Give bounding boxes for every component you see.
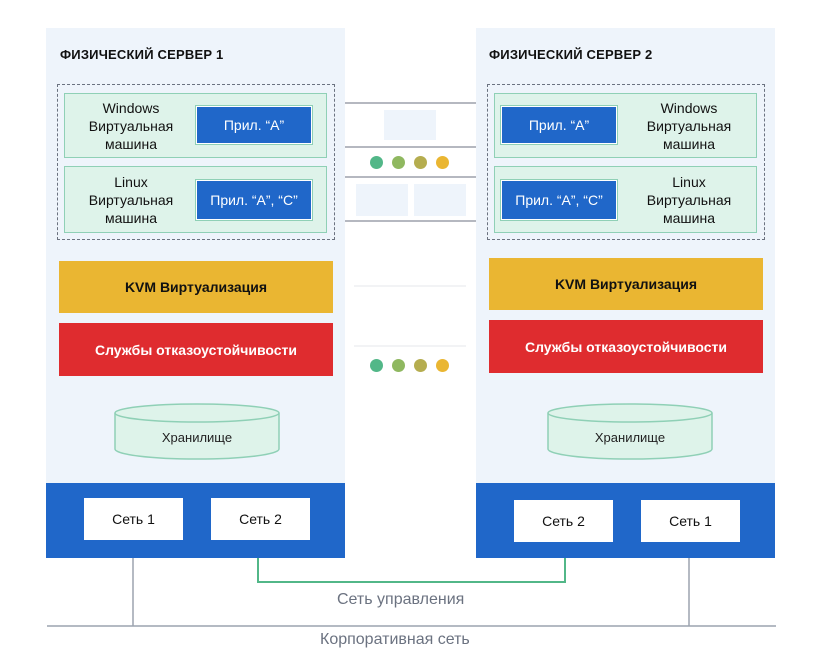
management-network-label: Сеть управления	[337, 591, 465, 608]
mid-placeholder-left	[356, 184, 408, 216]
server-1-app-ac[interactable]: Прил. “А”, “С”	[195, 179, 313, 221]
server-2-app-a[interactable]: Прил. “А”	[500, 105, 618, 145]
server-1-vm-group	[57, 84, 335, 240]
status-dot	[392, 156, 405, 169]
server-1-storage-icon	[114, 403, 280, 460]
status-dot	[414, 359, 427, 372]
server-2-failover-bar: Службы отказоустойчивости	[489, 320, 763, 373]
mid-placeholder-top	[384, 110, 436, 140]
status-dot	[436, 359, 449, 372]
server-1-title: ФИЗИЧЕСКИЙ СЕРВЕР 1	[60, 47, 224, 62]
server-1-net-1[interactable]: Сеть 1	[84, 498, 183, 540]
mid-placeholder-right	[414, 184, 466, 216]
server-1-kvm-bar: KVM Виртуализация	[59, 261, 333, 313]
status-dot	[370, 156, 383, 169]
corporate-network-label: Корпоративная сеть	[320, 631, 470, 648]
server-2-title: ФИЗИЧЕСКИЙ СЕРВЕР 2	[489, 47, 653, 62]
server-2-app-ac[interactable]: Прил. “А”, “С”	[500, 179, 618, 221]
server-2-net-2[interactable]: Сеть 2	[514, 500, 613, 542]
server-2-kvm-bar: KVM Виртуализация	[489, 258, 763, 310]
server-1-app-a[interactable]: Прил. “А”	[195, 105, 313, 145]
server-2-storage-label: Хранилище	[594, 430, 666, 445]
server-2-net-1[interactable]: Сеть 1	[641, 500, 740, 542]
server-1-failover-bar: Службы отказоустойчивости	[59, 323, 333, 376]
server-2-vm-group	[487, 84, 765, 240]
status-dot	[370, 359, 383, 372]
status-dot	[414, 156, 427, 169]
status-dot	[436, 156, 449, 169]
status-dot	[392, 359, 405, 372]
server-1-storage-label: Хранилище	[161, 430, 233, 445]
server-1-net-2[interactable]: Сеть 2	[211, 498, 310, 540]
server-2-storage-icon	[547, 403, 713, 460]
